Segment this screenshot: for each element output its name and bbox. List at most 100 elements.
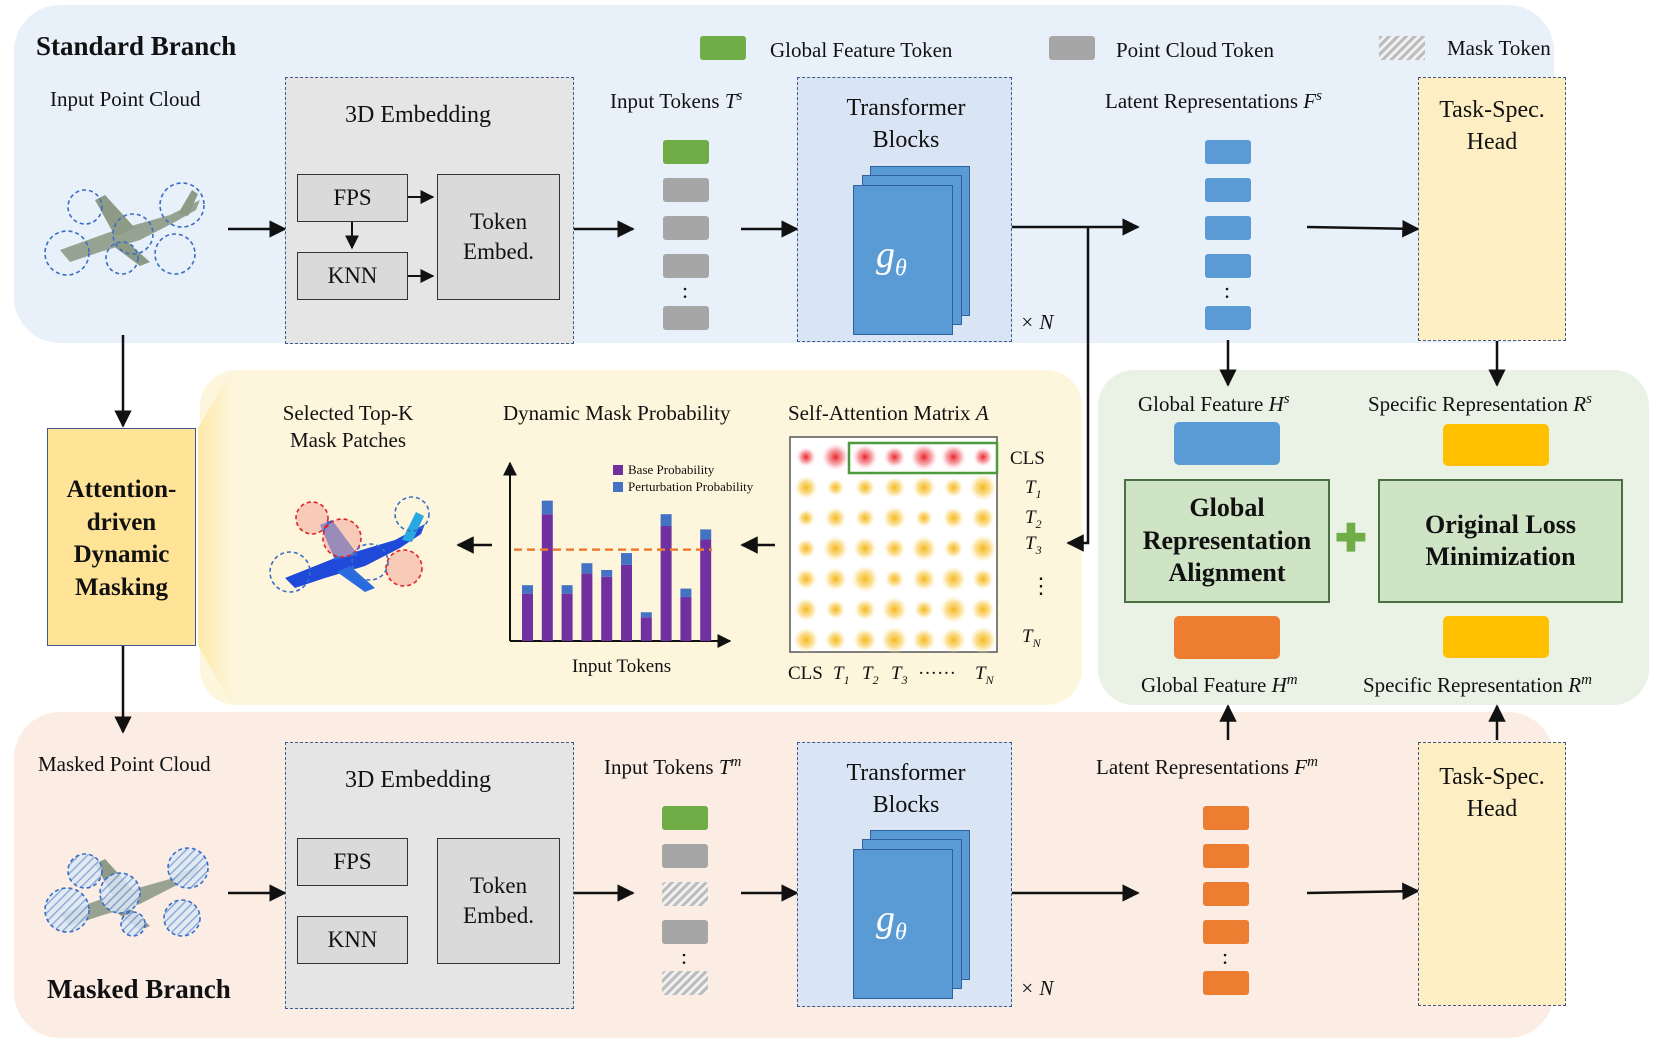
sam-label: Self-Attention Matrix A	[788, 401, 989, 425]
chart-bar-perturbation	[680, 588, 692, 598]
attention-cell	[794, 475, 818, 500]
legend-global-swatch	[700, 36, 746, 60]
latent-token	[1203, 882, 1249, 906]
matrix-col-label: T1	[833, 663, 850, 687]
matrix-col-label: T3	[891, 663, 908, 687]
chart-bar-base	[601, 576, 613, 641]
latent-token	[1205, 140, 1251, 164]
point-token	[663, 306, 709, 330]
attention-cell	[912, 567, 936, 591]
masked-point-cloud-label: Masked Point Cloud	[38, 752, 211, 776]
latent-token	[1205, 306, 1251, 330]
chart-bar-perturbation	[640, 612, 652, 618]
chart-legend-pert: Perturbation Probability	[613, 480, 753, 493]
token-ellipsis: :	[1222, 944, 1229, 969]
attention-cell	[824, 629, 847, 651]
point-token	[663, 254, 709, 278]
attention-cell	[910, 443, 938, 471]
attention-cell	[853, 628, 877, 652]
knn-box: KNN	[297, 252, 408, 300]
callout-wedge	[198, 370, 232, 705]
point-token	[663, 216, 709, 240]
specific-rep-m-block	[1443, 616, 1549, 658]
airplane-pointcloud-icon	[44, 182, 205, 276]
attention-cell	[912, 628, 936, 652]
chart-bar-base	[581, 573, 593, 641]
attention-cell	[943, 538, 964, 559]
chart-bar-perturbation	[581, 563, 593, 574]
attention-cell	[939, 595, 968, 624]
attention-cell	[855, 477, 875, 498]
attention-cell	[880, 626, 909, 654]
attention-cell	[883, 537, 906, 560]
fps-box: FPS	[297, 174, 408, 222]
attention-cell	[855, 508, 875, 528]
chart-bar-perturbation	[700, 529, 712, 540]
attention-cell	[822, 535, 849, 562]
matrix-row-label: T2	[1025, 507, 1042, 531]
chart-bar-perturbation	[601, 569, 613, 577]
topk-airplane-icon	[269, 496, 430, 593]
dmp-label: Dynamic Mask Probability	[503, 401, 731, 425]
chart-bar-base	[522, 593, 533, 641]
attention-cell	[940, 627, 967, 653]
times-n-label: × N	[1020, 310, 1054, 334]
attention-cell	[821, 443, 850, 471]
attention-cell	[969, 626, 997, 654]
legend-global-label: Global Feature Token	[770, 38, 953, 62]
chart-bar-base	[640, 617, 652, 641]
knn-box: KNN	[297, 916, 408, 964]
attention-cell	[971, 597, 995, 622]
chart-legend-base: Base Probability	[613, 463, 714, 476]
token-embed-box: Token Embed.	[437, 174, 560, 300]
attention-cell	[853, 536, 877, 561]
chart-bar-base	[541, 514, 553, 641]
input-tokens-s-label: Input Tokens Ts	[610, 88, 743, 113]
attention-cell	[881, 596, 908, 623]
attention-cell	[969, 473, 997, 502]
global-alignment-box: Global Representation Alignment	[1124, 479, 1330, 603]
specific-rep-s-block	[1443, 424, 1549, 466]
attention-cell	[940, 566, 967, 592]
mask-probability-chart	[503, 461, 732, 648]
point-token	[662, 920, 708, 944]
chart-bar-base	[621, 564, 632, 641]
latent-token	[1203, 806, 1249, 830]
attention-cell	[969, 534, 997, 563]
attention-cell	[942, 507, 965, 529]
masked-branch-title: Masked Branch	[47, 974, 231, 1004]
attention-matrix	[789, 436, 999, 654]
adm-label: Attention-driven Dynamic Masking	[66, 476, 177, 601]
attention-cell	[796, 447, 816, 467]
chart-bar-base	[660, 526, 672, 641]
legend-point-label: Point Cloud Token	[1116, 38, 1274, 62]
attention-cell	[912, 475, 936, 500]
specific-rep-m-label: Specific Representation Rm	[1363, 672, 1592, 697]
matrix-col-label: CLS	[788, 663, 823, 684]
latent-token	[1203, 920, 1249, 944]
adm-box	[47, 428, 196, 646]
legend-point-swatch	[1049, 36, 1095, 60]
transformer-stack	[853, 849, 953, 999]
times-n-label: × N	[1020, 976, 1054, 1000]
attention-cell	[884, 569, 905, 589]
attention-cell	[940, 444, 967, 470]
matrix-row-label: CLS	[1010, 448, 1045, 469]
attention-cell	[794, 597, 818, 622]
standard-branch-title: Standard Branch	[36, 31, 237, 61]
matrix-row-label: T1	[1025, 477, 1042, 501]
token-embed-box: Token Embed.	[437, 838, 560, 964]
task-head-title: Task-Spec. Head	[1439, 97, 1545, 156]
fps-box: FPS	[297, 838, 408, 886]
attention-cell	[911, 535, 937, 562]
attention-cell	[883, 476, 906, 499]
global-token	[662, 806, 708, 830]
legend-mask-label: Mask Token	[1447, 36, 1551, 60]
attention-cell	[851, 565, 879, 593]
task-head-title: Task-Spec. Head	[1439, 764, 1545, 823]
latent-token	[1205, 178, 1251, 202]
matrix-row-label: ⋮	[1030, 573, 1052, 598]
attention-cell	[826, 478, 845, 497]
attention-cell	[796, 538, 816, 559]
g-theta-symbol: gθ	[876, 234, 907, 282]
